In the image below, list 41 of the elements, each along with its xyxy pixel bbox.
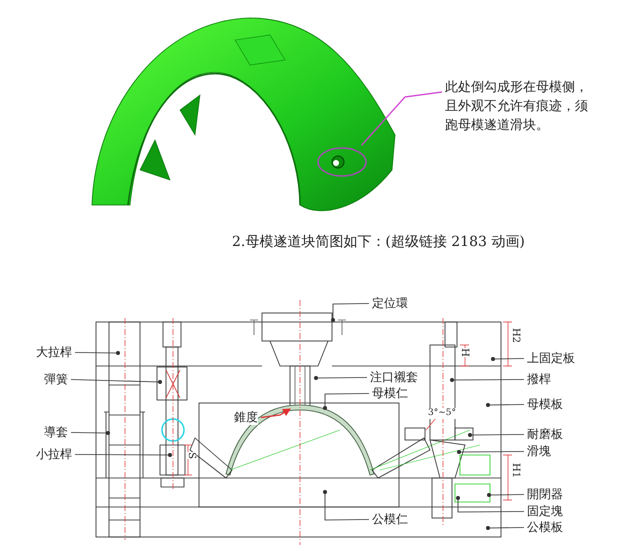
leader-line — [70, 431, 110, 435]
part-label: 耐磨板 — [527, 427, 563, 442]
leader-line — [331, 303, 370, 322]
part-drawing — [92, 18, 396, 212]
heading: 2.母模遂道块简图如下：(超级链接 2183 动画) — [232, 235, 525, 250]
leader-line — [491, 357, 524, 361]
leader-line — [487, 493, 524, 497]
leader-line — [468, 433, 524, 437]
part-label: 開閉器 — [527, 487, 563, 502]
leader-line — [361, 91, 442, 146]
leader-line — [450, 378, 524, 382]
part-label: 錐度 — [234, 410, 258, 425]
arrow — [260, 408, 291, 418]
dimension-label: S — [186, 452, 197, 459]
leader-line — [74, 351, 120, 355]
part-label: 母模板 — [527, 397, 563, 412]
part-label: 定位環 — [372, 296, 408, 311]
dimension-label: H2 — [510, 328, 522, 344]
part-label: 母模仁 — [372, 386, 408, 401]
dimension-label: 3°~5° — [428, 408, 456, 419]
part-label: 公模板 — [527, 520, 563, 535]
leader-line — [70, 379, 162, 384]
part-label: 注口襯套 — [370, 370, 418, 385]
part-label: 導套 — [44, 425, 68, 440]
part-label: 上固定板 — [527, 351, 575, 366]
leader-line — [323, 393, 370, 410]
leader-line — [457, 450, 524, 454]
part-label: 撥桿 — [527, 372, 551, 387]
leader-line — [456, 496, 524, 512]
dimension-label: H1 — [510, 462, 522, 478]
part-label: 滑塊 — [527, 444, 551, 459]
part-label: 公模仁 — [372, 512, 408, 527]
part-label: 大拉桿 — [36, 345, 72, 360]
part-label: 小拉桿 — [36, 447, 72, 462]
leader-line — [486, 403, 524, 407]
leader-line — [323, 490, 370, 520]
leader-line — [486, 526, 524, 530]
leader-line — [74, 453, 172, 457]
part-label: 固定塊 — [527, 504, 563, 519]
leader-line — [314, 376, 368, 380]
part-label: 彈簧 — [44, 372, 68, 387]
